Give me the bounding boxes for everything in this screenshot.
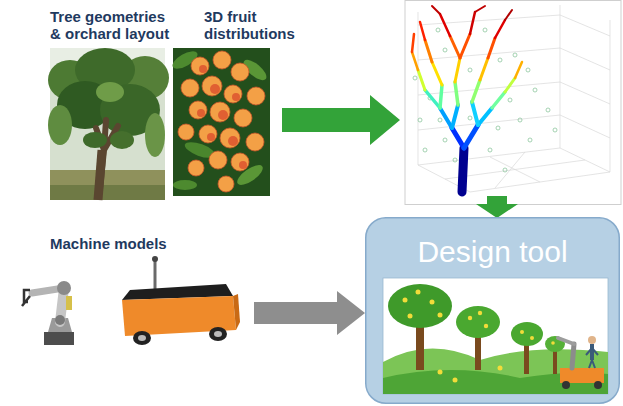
vehicle-model	[122, 256, 240, 345]
flow-arrow	[476, 196, 518, 218]
input-panel: Tree geometries & orchard layout	[48, 6, 178, 202]
robot-arm-model	[22, 281, 74, 345]
tool-box: Design tool	[365, 217, 620, 404]
panel-heading: Machine models	[50, 235, 254, 252]
block-arrow	[254, 291, 365, 335]
design-tool-outline	[366, 218, 620, 404]
input-panel: Machine models	[15, 232, 254, 350]
flow-arrow	[282, 95, 400, 145]
input-panel: 3D fruit distributions	[173, 6, 329, 198]
box-title: Design tool	[365, 235, 620, 270]
panel-heading: Tree geometries & orchard layout	[50, 8, 178, 43]
panel-heading: 3D fruit distributions	[204, 8, 329, 43]
tree-photo	[48, 48, 169, 200]
tree-3d-plot	[405, 1, 621, 205]
fruit-photo	[170, 48, 270, 196]
orchard-illustration	[383, 278, 608, 394]
